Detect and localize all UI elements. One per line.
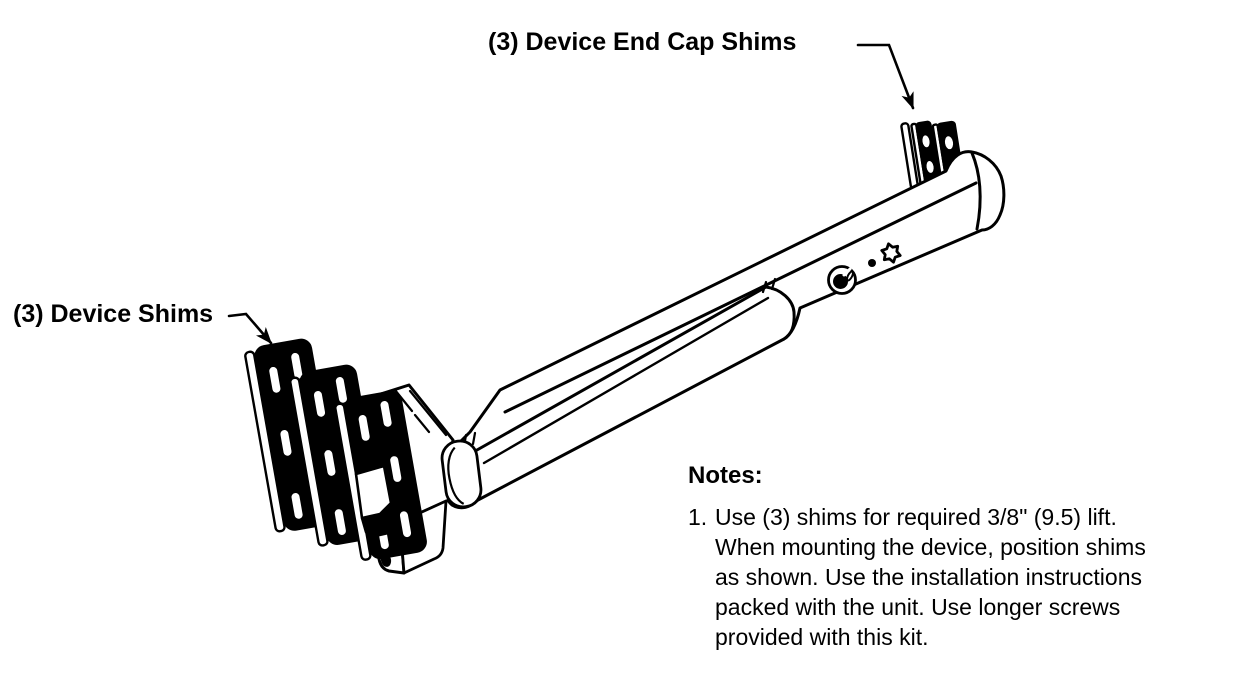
device-silhouette	[442, 150, 1006, 510]
push-pad-top-edge	[475, 285, 768, 452]
end-cap-band	[970, 151, 982, 231]
latch-bolt-face	[354, 464, 393, 520]
shim-hole	[926, 161, 934, 173]
note-text: Use (3) shims for required 3/8" (9.5) li…	[715, 502, 1146, 652]
pad-end-notch	[761, 277, 777, 294]
cylinder-key-slot	[842, 267, 852, 277]
notes-block: Notes: 1. Use (3) shims for required 3/8…	[688, 461, 1208, 652]
latch-bolt	[354, 464, 394, 538]
end-cap-shims-leader-arrow	[856, 43, 915, 110]
torx-dogging-hole	[880, 242, 902, 264]
note-line: provided with this kit.	[715, 624, 929, 650]
push-pad-inner-line	[482, 296, 770, 465]
note-line: packed with the unit. Use longer screws	[715, 594, 1121, 620]
note-number: 1.	[688, 504, 708, 530]
device-shims-leader-arrow	[227, 312, 273, 345]
rail-dot-hole	[868, 259, 876, 267]
cylinder-slot-mark	[846, 270, 854, 282]
note-line: When mounting the device, position shims	[715, 534, 1146, 560]
device-shims-illustration	[244, 338, 427, 561]
note-line: Use (3) shims for required 3/8" (9.5) li…	[715, 504, 1117, 530]
device-body-line	[503, 181, 978, 414]
device-shims-label: (3) Device Shims	[13, 300, 214, 328]
notes-heading: Notes:	[688, 462, 763, 489]
note-line: as shown. Use the installation instructi…	[715, 564, 1142, 590]
latch-bolt-lip	[360, 517, 389, 534]
pad-bearing	[440, 439, 483, 509]
end-cap-shims-label: (3) Device End Cap Shims	[488, 28, 797, 56]
pad-bearing-inner-arc	[447, 446, 465, 505]
dogging-cylinder-core	[833, 274, 848, 289]
shim-hole	[944, 136, 954, 150]
shim-hole	[922, 135, 930, 148]
push-pad-end-curve	[764, 285, 796, 341]
rail-hardware	[827, 242, 902, 295]
exit-device-body	[442, 150, 1006, 510]
leader-lines	[227, 43, 915, 345]
note-item-1: 1. Use (3) shims for required 3/8" (9.5)…	[688, 502, 1208, 652]
